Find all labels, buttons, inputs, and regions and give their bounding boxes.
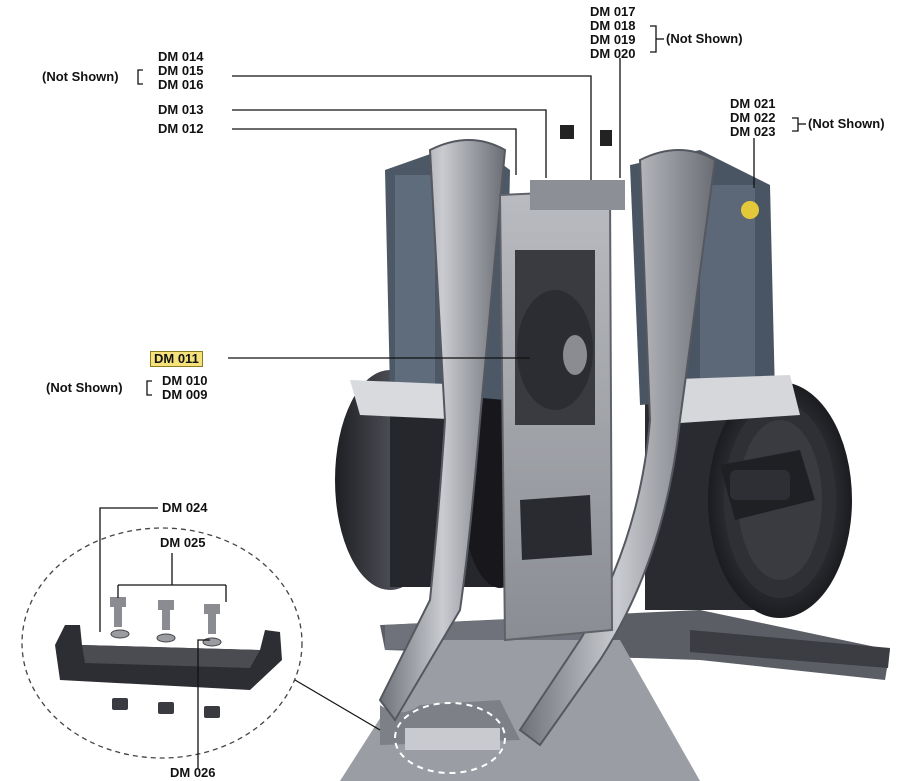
callout-dm021: DM 021 xyxy=(730,96,776,111)
not-shown-note-dm014-016: (Not Shown) xyxy=(42,69,119,84)
callout-dm012: DM 012 xyxy=(158,121,204,136)
leader-lines xyxy=(99,25,806,768)
callout-dm014: DM 014 xyxy=(158,49,204,64)
detail-inset xyxy=(21,527,381,759)
center-column xyxy=(498,125,625,642)
callout-dm024: DM 024 xyxy=(162,500,208,515)
callout-dm020: DM 020 xyxy=(590,46,636,61)
callout-dm011-highlighted: DM 011 xyxy=(150,351,203,367)
callout-dm016: DM 016 xyxy=(158,77,204,92)
right-swing-arm xyxy=(518,149,717,747)
callout-dm023: DM 023 xyxy=(730,124,776,139)
callout-dm026: DM 026 xyxy=(170,765,216,780)
callout-dm017: DM 017 xyxy=(590,4,636,19)
callout-dm010: DM 010 xyxy=(162,373,208,388)
base-detail-circle xyxy=(394,702,506,774)
callout-dm015: DM 015 xyxy=(158,63,204,78)
not-shown-note-dm021-023: (Not Shown) xyxy=(808,116,885,131)
callout-dm022: DM 022 xyxy=(730,110,776,125)
callout-dm009: DM 009 xyxy=(162,387,208,402)
callout-dm013: DM 013 xyxy=(158,102,204,117)
callout-dm025: DM 025 xyxy=(160,535,206,550)
not-shown-note-dm017-020: (Not Shown) xyxy=(666,31,743,46)
callout-dm019: DM 019 xyxy=(590,32,636,47)
base-bracket xyxy=(405,728,500,750)
not-shown-note-dm009-010: (Not Shown) xyxy=(46,380,123,395)
left-swing-arm xyxy=(378,139,507,722)
callout-dm018: DM 018 xyxy=(590,18,636,33)
